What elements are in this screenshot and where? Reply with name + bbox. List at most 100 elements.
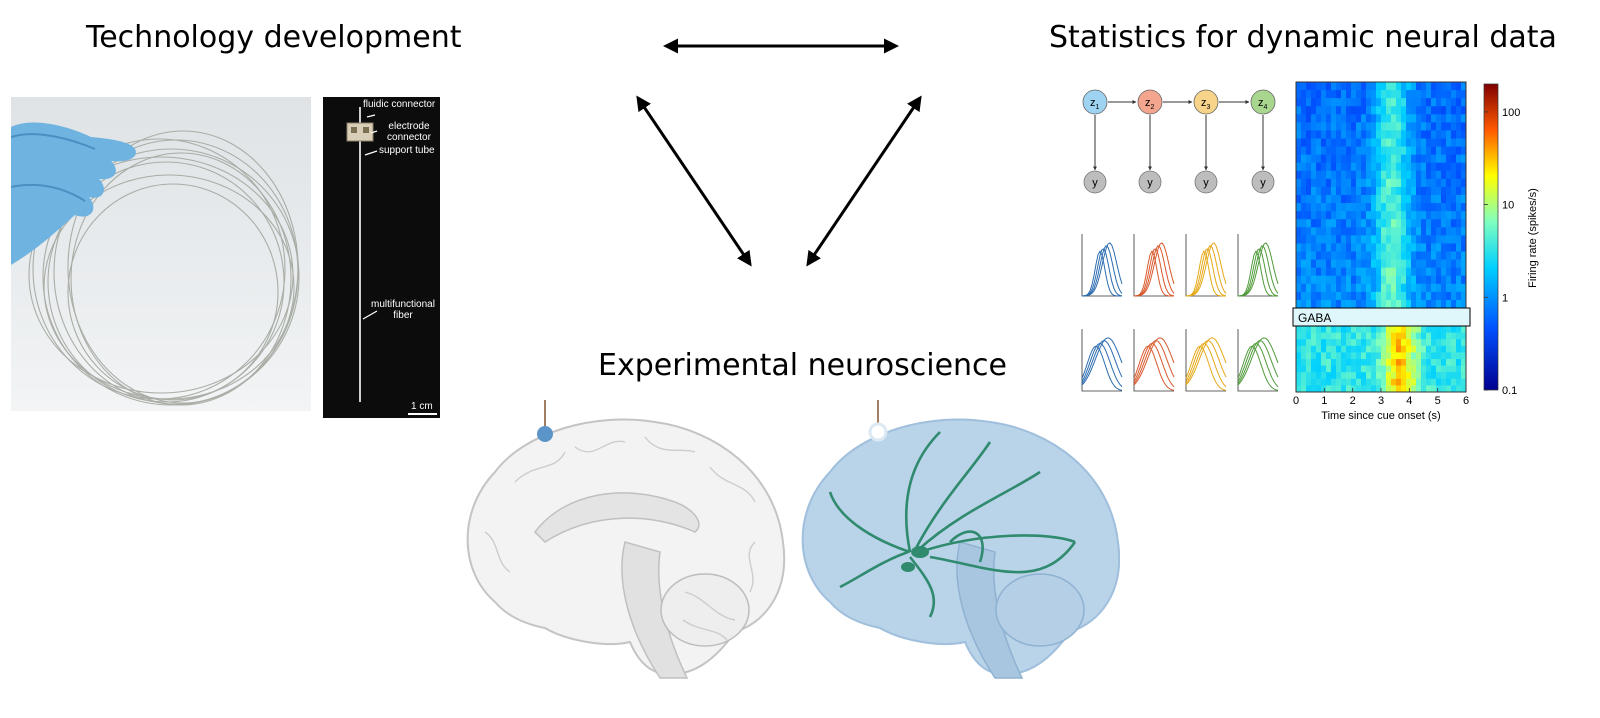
heatmap-cell: [1441, 170, 1447, 180]
heatmap-cell: [1371, 130, 1377, 139]
heatmap-cell: [1401, 211, 1407, 220]
heatmap-cell: [1421, 146, 1427, 156]
heatmap-cell: [1346, 170, 1352, 180]
heatmap-cell: [1366, 267, 1372, 277]
heatmap-cell: [1321, 114, 1327, 123]
heatmap-cell: [1441, 186, 1447, 196]
heatmap-cell: [1311, 211, 1317, 220]
heatmap-cell: [1421, 259, 1427, 269]
heatmap-cell: [1396, 146, 1402, 156]
heatmap-cell: [1436, 332, 1442, 340]
heatmap-cell: [1351, 98, 1357, 107]
heatmap-cell: [1401, 243, 1407, 252]
heatmap-cell: [1431, 345, 1437, 353]
heatmap-cell: [1441, 98, 1447, 107]
heatmap-cell: [1421, 82, 1427, 91]
heatmap-cell: [1436, 98, 1442, 107]
heatmap-cell: [1396, 154, 1402, 164]
heatmap-cell: [1456, 283, 1462, 293]
heatmap-cell: [1431, 211, 1437, 220]
heatmap-cell: [1441, 227, 1447, 236]
x-tick-label: 4: [1406, 395, 1412, 407]
heatmap-cell: [1396, 345, 1402, 353]
heatmap-cell: [1376, 170, 1382, 180]
heatmap-cell: [1356, 106, 1362, 115]
heatmap-cell: [1296, 332, 1302, 340]
heatmap-cell: [1376, 106, 1382, 115]
heatmap-cell: [1396, 82, 1402, 91]
heatmap-cell: [1341, 122, 1347, 131]
heatmap-cell: [1311, 275, 1317, 285]
heatmap-cell: [1381, 114, 1387, 123]
heatmap-cell: [1391, 359, 1397, 366]
heatmap-cell: [1436, 146, 1442, 156]
heatmap-cell: [1381, 339, 1387, 347]
heatmap-cell: [1361, 106, 1367, 115]
heatmap-cell: [1341, 162, 1347, 172]
heatmap-cell: [1436, 154, 1442, 164]
heatmap-cell: [1371, 106, 1377, 115]
heatmap-cell: [1451, 130, 1457, 139]
heatmap-cell: [1446, 219, 1452, 228]
heatmap-cell: [1296, 299, 1302, 309]
heatmap-cell: [1446, 114, 1452, 123]
heatmap-cell: [1441, 332, 1447, 340]
heatmap-cell: [1356, 154, 1362, 164]
heatmap-cell: [1346, 291, 1352, 301]
heatmap-cell: [1341, 154, 1347, 164]
heatmap-cell: [1426, 267, 1432, 277]
heatmap-cell: [1401, 98, 1407, 107]
heatmap-cell: [1336, 146, 1342, 156]
heatmap-cell: [1431, 203, 1437, 212]
heatmap-cell: [1311, 385, 1317, 393]
heatmap-cell: [1381, 219, 1387, 228]
heatmap-cell: [1351, 332, 1357, 340]
heatmap-cell: [1381, 130, 1387, 139]
heatmap-cell: [1371, 372, 1377, 380]
heatmap-cell: [1391, 291, 1397, 301]
heatmap-cell: [1401, 162, 1407, 172]
heatmap-cell: [1441, 345, 1447, 353]
heatmap-cell: [1406, 138, 1412, 147]
density-curve: [1081, 345, 1123, 391]
heatmap-cell: [1311, 138, 1317, 147]
heatmap-cell: [1416, 339, 1422, 347]
heatmap-cell: [1336, 299, 1342, 309]
heatmap-cell: [1311, 332, 1317, 340]
heatmap-cell: [1396, 291, 1402, 301]
heatmap-cell: [1346, 162, 1352, 172]
heatmap-cell: [1306, 203, 1312, 212]
heatmap-cell: [1411, 82, 1417, 91]
heatmap-cell: [1326, 275, 1332, 285]
heatmap-cell: [1411, 130, 1417, 139]
heatmap-cell: [1446, 90, 1452, 99]
heatmap-cell: [1371, 365, 1377, 373]
heatmap-cell: [1461, 299, 1467, 309]
heatmap-cell: [1411, 365, 1417, 373]
heatmap-cell: [1436, 162, 1442, 172]
heatmap-cell: [1431, 82, 1437, 91]
heatmap-cell: [1461, 114, 1467, 123]
heatmap-cell: [1346, 122, 1352, 131]
heatmap-cell: [1441, 326, 1447, 333]
heatmap-cell: [1451, 291, 1457, 301]
heatmap-cell: [1461, 267, 1467, 277]
heatmap-cell: [1431, 299, 1437, 309]
heatmap-cell: [1376, 219, 1382, 228]
heatmap-cell: [1456, 162, 1462, 172]
heatmap-cell: [1436, 352, 1442, 360]
heatmap-cell: [1351, 114, 1357, 123]
heatmap-cell: [1301, 345, 1307, 353]
heatmap-cell: [1306, 275, 1312, 285]
heatmap-cell: [1351, 372, 1357, 380]
heatmap-cell: [1336, 90, 1342, 99]
heatmap-cell: [1386, 219, 1392, 228]
heatmap-cell: [1366, 219, 1372, 228]
heatmap-cell: [1381, 122, 1387, 131]
heatmap-cell: [1341, 146, 1347, 156]
heatmap-cell: [1331, 227, 1337, 236]
heatmap-cell: [1336, 275, 1342, 285]
heatmap-cell: [1386, 154, 1392, 164]
heatmap-cell: [1456, 195, 1462, 204]
heatmap-cell: [1426, 186, 1432, 196]
